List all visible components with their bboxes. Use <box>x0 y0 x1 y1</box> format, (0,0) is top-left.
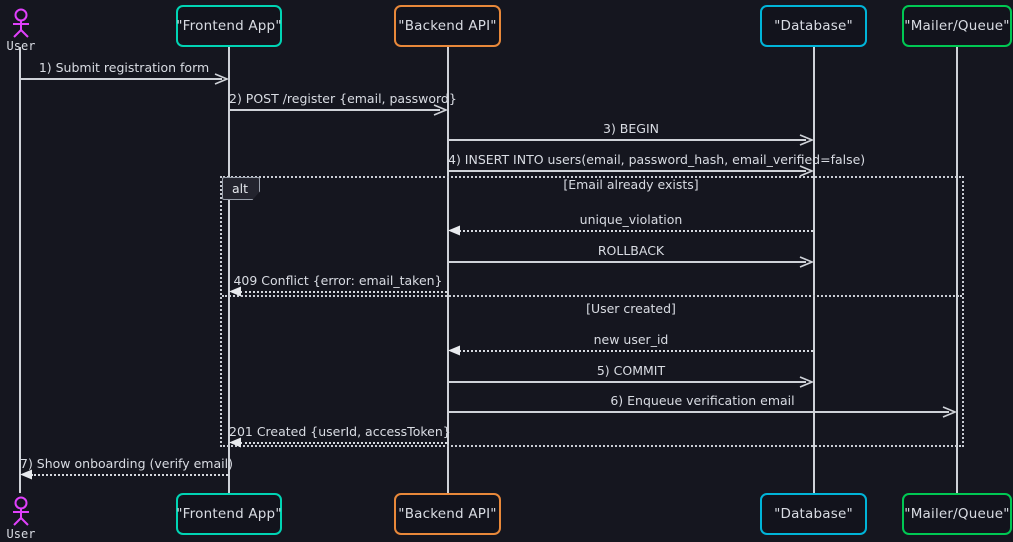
actor-icon <box>13 8 29 38</box>
message-arrowhead-9 <box>799 376 813 388</box>
lifeline-mailer <box>956 47 958 493</box>
message-line-10 <box>448 411 949 413</box>
alt-condition-1: [Email already exists] <box>563 177 699 192</box>
message-arrowhead-5 <box>448 225 461 236</box>
lifeline-frontend <box>228 47 230 493</box>
message-label-11: 201 Created {userId, accessToken} <box>229 424 451 439</box>
message-arrowhead-7 <box>229 286 242 297</box>
participant-footer-backend-label: "Backend API" <box>398 506 497 522</box>
participant-footer-backend[interactable]: "Backend API" <box>394 493 501 535</box>
message-arrowhead-1 <box>214 73 228 85</box>
message-arrowhead-12 <box>20 469 33 480</box>
message-label-7: 409 Conflict {error: email_taken} <box>233 273 443 288</box>
participant-footer-mailer-label: "Mailer/Queue" <box>904 506 1010 522</box>
alt-fragment-divider <box>222 295 962 297</box>
participant-footer-database[interactable]: "Database" <box>760 493 867 535</box>
message-label-3: 3) BEGIN <box>603 121 659 136</box>
lifeline-database <box>813 47 815 493</box>
lifeline-user <box>19 47 21 493</box>
participant-header-frontend[interactable]: "Frontend App" <box>176 5 282 47</box>
message-line-1 <box>20 78 222 80</box>
actor-icon <box>13 496 29 526</box>
message-label-1: 1) Submit registration form <box>38 60 210 75</box>
message-line-2 <box>229 109 440 111</box>
participant-footer-user[interactable]: User <box>0 496 42 541</box>
message-arrowhead-6 <box>799 256 813 268</box>
message-arrowhead-10 <box>942 406 956 418</box>
message-label-10: 6) Enqueue verification email <box>610 393 795 408</box>
participant-footer-frontend[interactable]: "Frontend App" <box>176 493 282 535</box>
participant-footer-user-label: User <box>6 527 36 541</box>
participant-header-database[interactable]: "Database" <box>760 5 867 47</box>
message-arrowhead-3 <box>799 134 813 146</box>
alt-condition-2: [User created] <box>586 301 676 316</box>
message-line-11 <box>240 442 447 444</box>
lifeline-backend <box>447 47 449 493</box>
message-label-4: 4) INSERT INTO users(email, password_has… <box>448 152 866 167</box>
participant-footer-mailer[interactable]: "Mailer/Queue" <box>902 493 1012 535</box>
message-arrowhead-11 <box>229 437 242 448</box>
message-label-5: unique_violation <box>579 212 683 227</box>
message-label-12: 7) Show onboarding (verify email) <box>20 456 233 471</box>
message-line-9 <box>448 381 806 383</box>
participant-header-user[interactable]: User <box>0 8 42 53</box>
message-arrowhead-4 <box>799 165 813 177</box>
message-arrowhead-8 <box>448 345 461 356</box>
participant-header-backend[interactable]: "Backend API" <box>394 5 501 47</box>
participant-header-mailer-label: "Mailer/Queue" <box>904 18 1010 34</box>
message-line-3 <box>448 139 806 141</box>
participant-header-mailer[interactable]: "Mailer/Queue" <box>902 5 1012 47</box>
message-line-6 <box>448 261 806 263</box>
participant-footer-database-label: "Database" <box>774 506 853 522</box>
participant-footer-frontend-label: "Frontend App" <box>176 506 282 522</box>
message-line-7 <box>240 291 447 293</box>
message-arrowhead-2 <box>433 104 447 116</box>
participant-header-user-label: User <box>6 39 36 53</box>
message-line-4 <box>448 170 806 172</box>
message-line-5 <box>459 230 813 232</box>
message-line-12 <box>31 474 228 476</box>
message-label-6: ROLLBACK <box>597 243 665 258</box>
alt-fragment-label: alt <box>222 177 261 200</box>
message-line-8 <box>459 350 813 352</box>
message-label-8: new user_id <box>593 332 669 347</box>
participant-header-database-label: "Database" <box>774 18 853 34</box>
message-label-9: 5) COMMIT <box>596 363 666 378</box>
participant-header-backend-label: "Backend API" <box>398 18 497 34</box>
participant-header-frontend-label: "Frontend App" <box>176 18 282 34</box>
message-label-2: 2) POST /register {email, password} <box>229 91 457 106</box>
